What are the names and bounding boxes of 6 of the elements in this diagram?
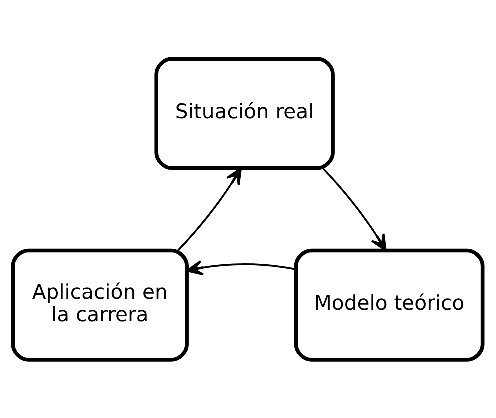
arrow: [186, 260, 296, 276]
arrow: [178, 167, 242, 251]
arrow: [322, 167, 387, 252]
node-box: Aplicación en la carrera: [11, 248, 189, 362]
node-box: Modelo teórico: [294, 248, 485, 362]
node-box: Situación real: [154, 56, 335, 170]
